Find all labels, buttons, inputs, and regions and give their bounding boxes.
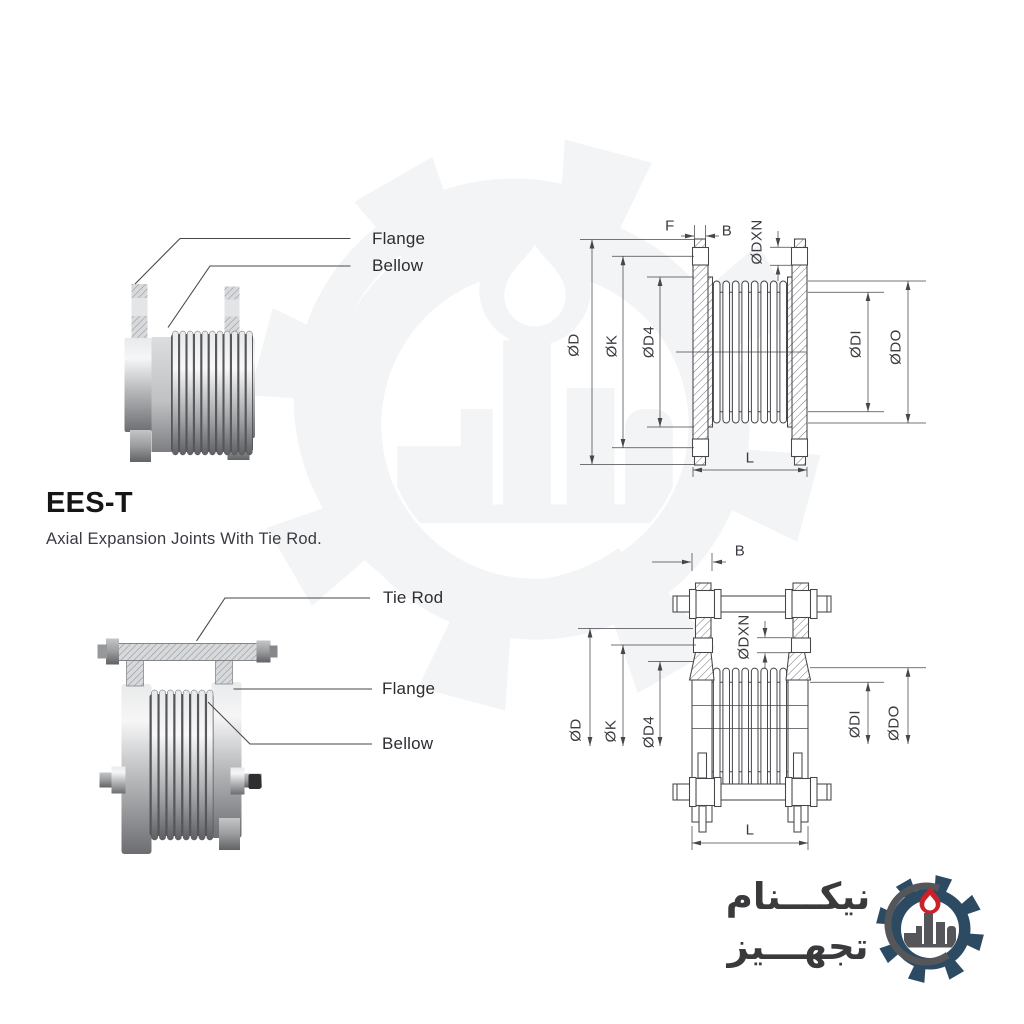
figure-3d-tierod-joint	[97, 638, 278, 854]
leader-lines-bottom	[196, 597, 372, 745]
drawing-plain-joint	[580, 225, 926, 477]
drawing-tierod-joint	[578, 553, 926, 850]
gear-flame-refinery-icon	[876, 875, 984, 983]
watermark-logo-icon	[249, 139, 820, 710]
figure-3d-plain-joint	[124, 284, 255, 462]
leader-lines-top	[134, 237, 351, 328]
